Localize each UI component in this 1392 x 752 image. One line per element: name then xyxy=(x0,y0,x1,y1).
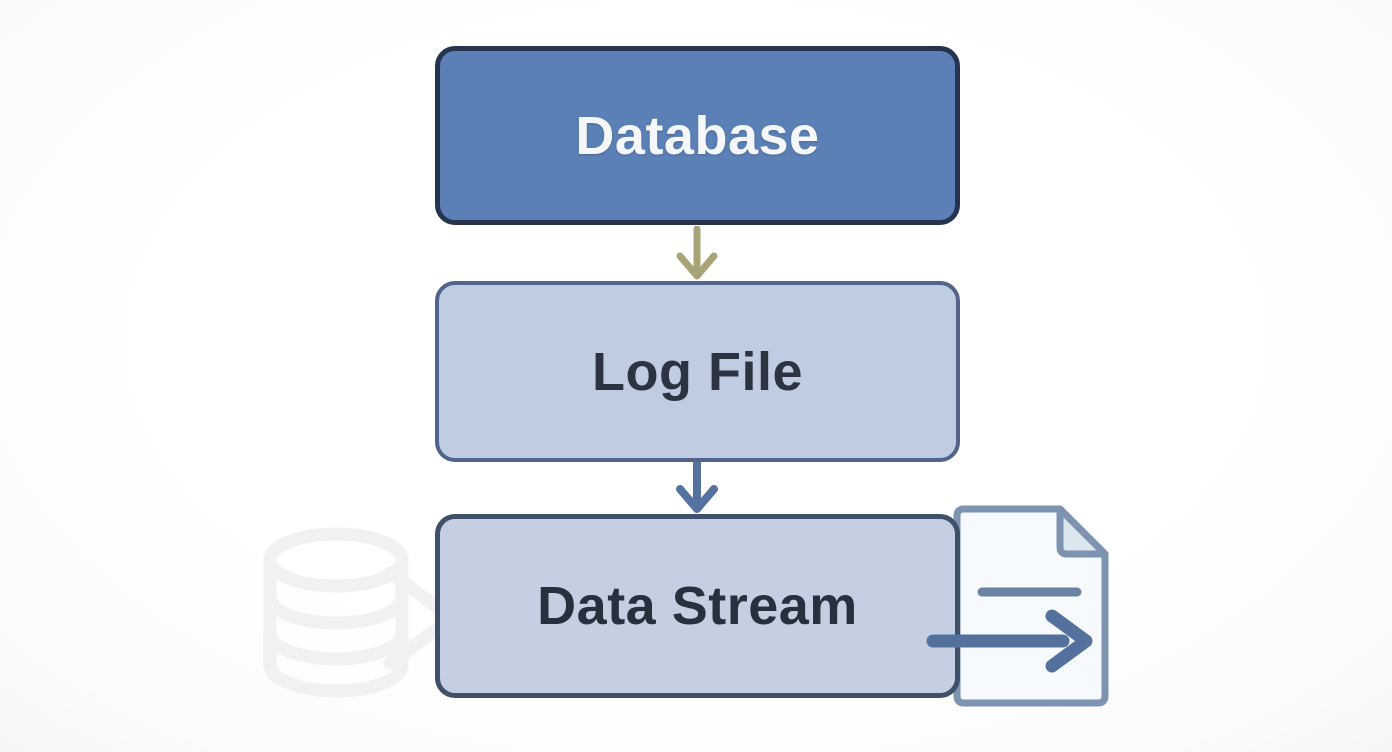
export-arrow-icon xyxy=(926,587,1093,673)
database-watermark-icon xyxy=(263,527,515,698)
arrow-logfile-to-datastream-icon xyxy=(676,461,718,513)
node-log-file: Log File xyxy=(435,281,960,462)
page-fold-icon xyxy=(1056,505,1109,558)
node-data-stream: Data Stream xyxy=(435,514,960,698)
node-database: Database xyxy=(435,46,960,225)
arrow-database-to-logfile-icon xyxy=(676,226,718,280)
